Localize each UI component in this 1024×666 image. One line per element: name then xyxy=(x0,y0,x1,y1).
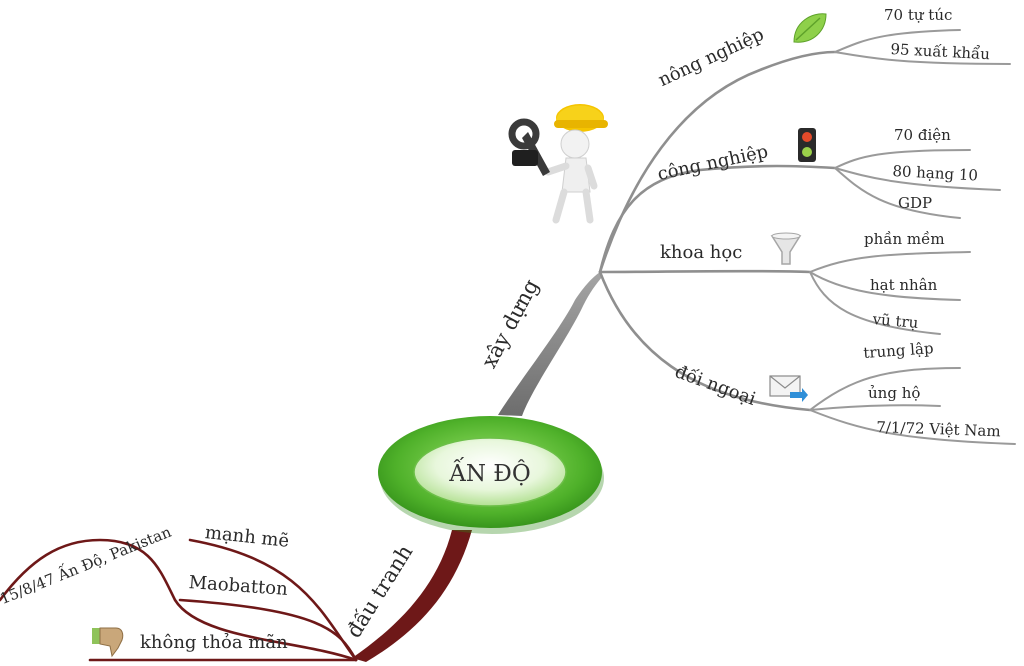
central-node[interactable] xyxy=(378,416,604,534)
edge-95-xuat-khau xyxy=(834,51,1011,65)
edge-70-dien xyxy=(834,149,971,169)
leaf-70-tu-tuc: 70 tự túc xyxy=(884,6,953,24)
funnel-icon xyxy=(770,232,802,265)
edge-7-1-72 xyxy=(809,409,1016,445)
edge-vu-tru xyxy=(809,271,941,335)
leaf-70-dien: 70 điện xyxy=(894,126,951,144)
branch-label-khoa-hoc: khoa học xyxy=(660,242,743,263)
leaf-vu-tru: vũ trụ xyxy=(872,310,920,332)
leaf-phan-mem: phần mềm xyxy=(864,230,945,248)
edge-80-hang-10 xyxy=(834,167,1001,191)
edge-doi-ngoai xyxy=(598,270,812,412)
leaf-icon xyxy=(793,13,827,43)
central-node-label: ẤN ĐỘ xyxy=(449,461,531,487)
edge-cong-nghiep xyxy=(598,164,837,274)
edge-khoa-hoc xyxy=(598,269,812,274)
leaf-ung-ho: ủng hộ xyxy=(868,384,921,402)
envelope-icon xyxy=(769,375,808,402)
edge-15-8-47 xyxy=(0,538,358,662)
central-node-box: ẤN ĐỘ xyxy=(378,416,602,532)
edge-trung-lap xyxy=(809,367,961,411)
edge-phan-mem xyxy=(809,251,971,273)
leaf-khong-thoa-man: không thỏa mãn xyxy=(140,632,288,653)
leaf-hat-nhan: hạt nhân xyxy=(870,276,938,294)
leaf-gdp: GDP xyxy=(898,194,933,212)
trunk-xay-dung xyxy=(498,272,603,416)
edge-gdp xyxy=(834,167,961,219)
trunk-dau-tranh xyxy=(352,530,472,662)
traffic-light-icon xyxy=(798,128,816,162)
edge-ung-ho xyxy=(809,404,941,411)
thumbs-down-icon xyxy=(92,627,124,658)
edge-maobatton xyxy=(178,598,358,662)
edge-hat-nhan xyxy=(809,271,961,301)
edge-70-tu-tuc xyxy=(834,29,961,53)
worker-figure-icon xyxy=(508,104,608,224)
